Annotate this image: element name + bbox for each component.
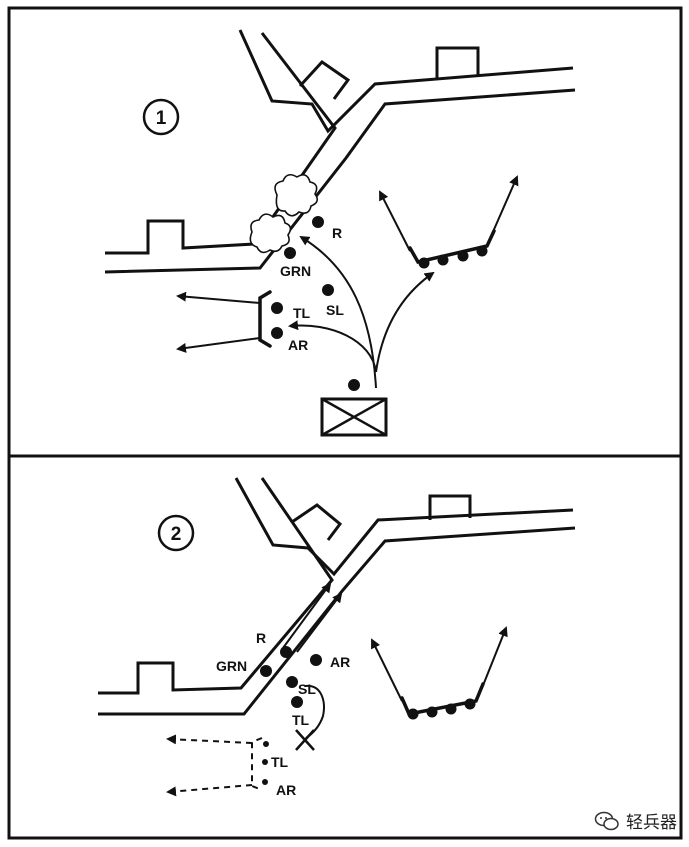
soldier-tl: [271, 302, 283, 314]
panel-1-labels: R GRN SL TL AR: [280, 225, 344, 353]
panel-1-movement-routes: [288, 235, 435, 389]
panel-2: 2 R GRN AR SL TL TL: [7, 454, 683, 840]
watermark-text: 轻兵器: [626, 813, 677, 833]
label-tl-low-2: TL: [271, 754, 289, 770]
watermark: 轻兵器: [594, 808, 677, 833]
label-ar-low-2: AR: [276, 782, 296, 798]
panel-2-trench-arrows: [282, 582, 343, 653]
panel-1-support-element: [379, 175, 519, 269]
soldier-grn: [284, 247, 296, 259]
label-grn-2: GRN: [216, 658, 247, 674]
panel-1-trench: [104, 29, 576, 274]
label-ar-top-2: AR: [330, 654, 350, 670]
label-tl: TL: [293, 305, 311, 321]
soldier-ar: [271, 327, 283, 339]
soldier-tl-2: [291, 696, 303, 708]
panel-2-number-badge: 2: [157, 514, 195, 552]
label-sl: SL: [326, 302, 344, 318]
soldier-ar-2: [310, 654, 322, 666]
soldier-r-2: [280, 646, 292, 658]
panel-1-fire-team-left: [176, 290, 272, 353]
panel-2-number: 2: [171, 524, 182, 545]
panel-1-soldiers: [271, 216, 360, 391]
label-r-2: R: [256, 630, 266, 646]
panel-1-number-badge: 1: [142, 98, 180, 136]
panel-2-border: [7, 454, 683, 840]
label-sl-2: SL: [298, 681, 316, 697]
panel-2-soldiers: [260, 646, 322, 708]
soldier-sl: [322, 284, 334, 296]
label-tl-top-2: TL: [292, 712, 310, 728]
soldier-sl-2: [286, 676, 298, 688]
soldier-grn-2: [260, 665, 272, 677]
platoon-leader-dot: [348, 379, 360, 391]
panel-1-number: 1: [156, 108, 167, 129]
panel-2-labels: R GRN AR SL TL TL AR: [216, 630, 350, 798]
panel-2-support-element: [371, 626, 508, 720]
panel-2-assault-route: [295, 684, 325, 751]
label-ar: AR: [288, 337, 308, 353]
wechat-icon: [594, 811, 619, 830]
panel-2-fire-team-dashed: [166, 734, 269, 797]
smoke-cloud-upper: [274, 173, 319, 217]
panel-1: 1 R GRN SL TL: [7, 6, 683, 458]
label-grn: GRN: [280, 263, 311, 279]
platoon-symbol: [320, 397, 388, 437]
soldier-r: [312, 216, 324, 228]
label-r: R: [332, 225, 342, 241]
panel-2-trench: [98, 477, 576, 716]
smoke-cloud-lower: [249, 213, 292, 254]
panel-1-border: [7, 6, 683, 458]
